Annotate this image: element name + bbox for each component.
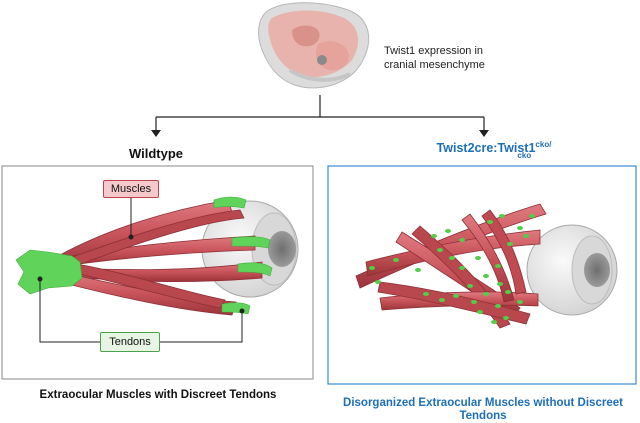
mutant-tendon-cells — [369, 214, 535, 324]
right-panel-caption: Disorganized Extraocular Muscles without… — [330, 397, 636, 423]
tendons-pointer-dot-right — [239, 308, 245, 314]
right-title-main: Twist2cre:Twist1 — [436, 141, 536, 156]
left-panel-title: Wildtype — [128, 146, 184, 161]
left-panel-caption: Extraocular Muscles with Discreet Tendon… — [39, 389, 277, 401]
mutant-muscles — [355, 203, 547, 329]
wildtype-tendons — [15, 196, 273, 315]
annotation-line-2: cranial mesenchyme — [384, 59, 485, 71]
muscles-pointer-dot — [128, 234, 134, 240]
right-caption-line-1: Disorganized Extraocular Muscles without… — [343, 397, 623, 409]
wildtype-muscles — [59, 199, 263, 316]
right-arrowhead — [479, 130, 489, 137]
tendons-label: Tendons — [100, 332, 160, 352]
left-arrowhead — [151, 130, 161, 137]
tree-connector — [155, 95, 485, 132]
annotation-line-1: Twist1 expression in — [384, 45, 484, 57]
annotation-text: Twist1 expression in cranial mesenchyme — [384, 44, 504, 72]
right-caption-line-2: Tendons — [459, 410, 507, 422]
right-panel-title: Twist2cre:Twist1cko/cko — [404, 140, 584, 160]
tendons-pointer — [39, 279, 243, 343]
right-title-superscript: cko/ — [535, 140, 552, 149]
tendons-pointer-dot-left — [37, 276, 43, 282]
mutant-eye — [526, 224, 618, 316]
muscles-label: Muscles — [103, 180, 159, 198]
right-title-subscript: cko — [517, 151, 532, 161]
embryo-head-illustration — [258, 2, 370, 89]
